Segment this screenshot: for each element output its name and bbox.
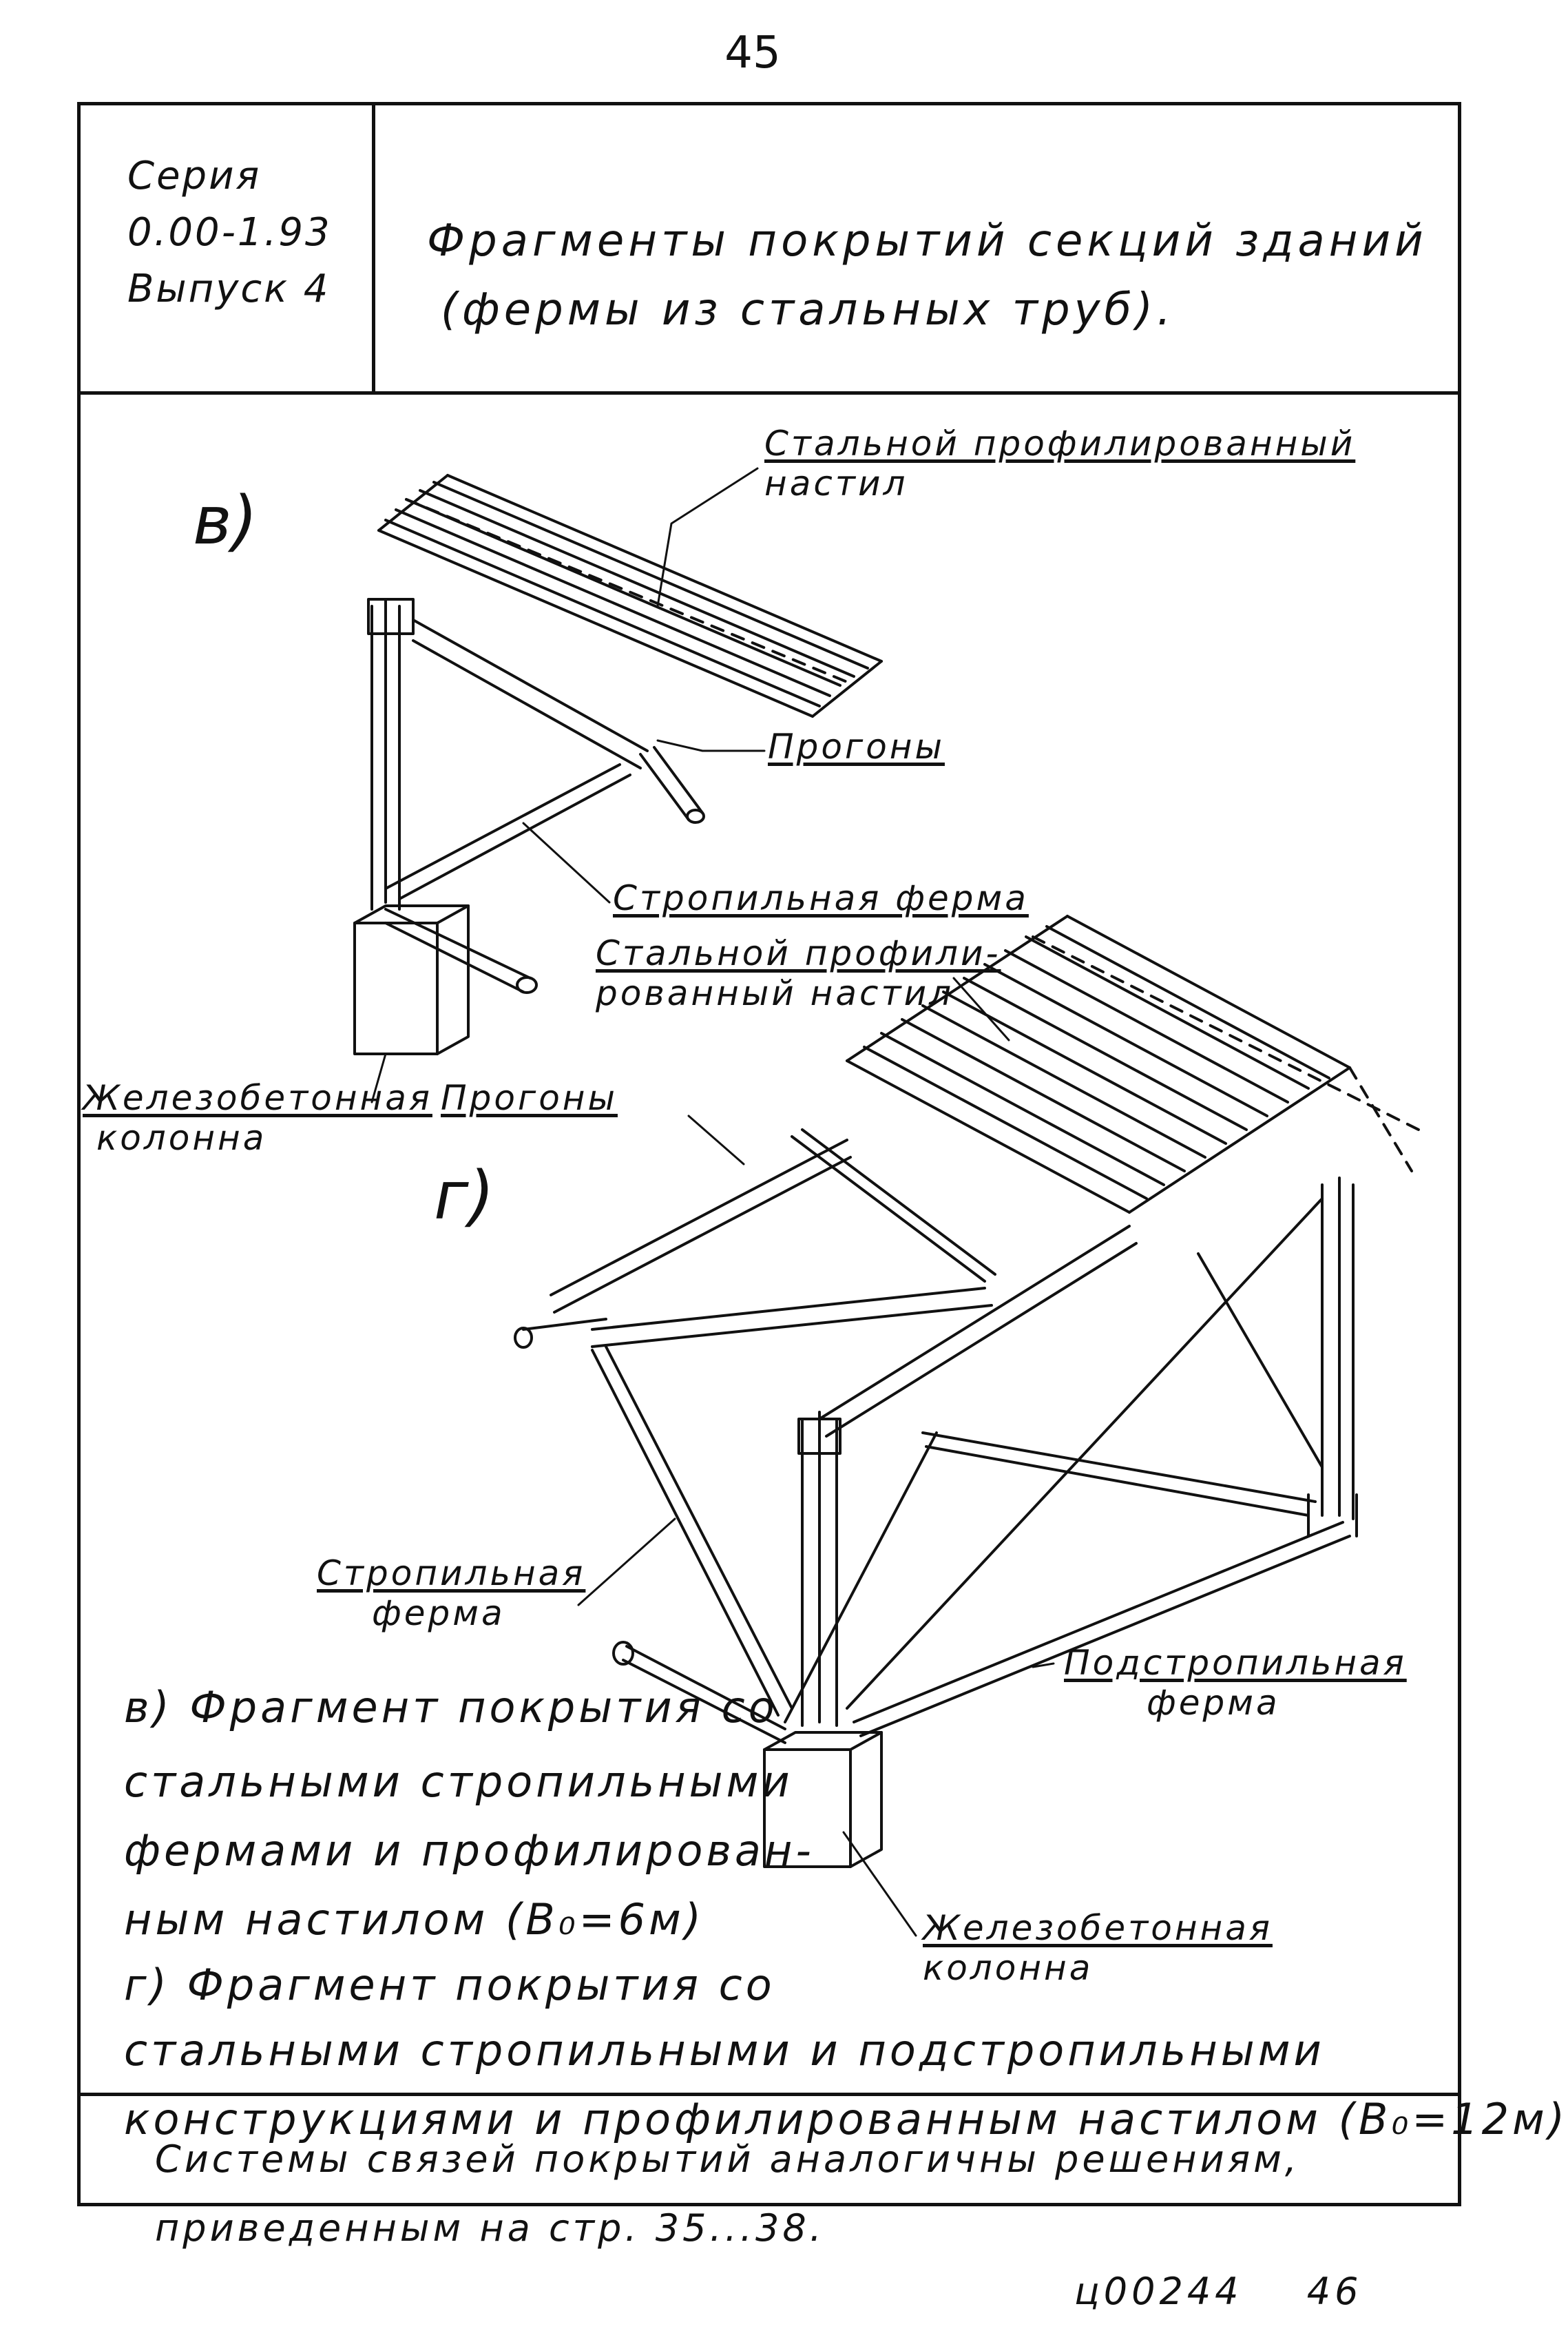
description-line-1: в) Фрагмент покрытия со [124,1682,778,1732]
figure-g-purlins-label: Прогоны [441,1078,618,1118]
figure-v-purlins-label: Прогоны [768,727,945,767]
figure-g-purlins [514,1128,1138,1438]
figure-g-truss-label: Стропильная ферма [317,1553,586,1633]
issue-label: Выпуск 4 [127,267,331,311]
description-line-3: фермами и профилирован- [124,1825,815,1876]
title-line-1: Фрагменты покрытий секций зданий [427,216,1428,267]
figure-g-steel-post [797,1411,842,1727]
page-number: 45 [724,28,781,79]
sheet-frame [77,102,1461,2206]
sheet-title: Фрагменты покрытий секций зданий (фермы … [427,207,1428,344]
figure-g-subtruss-label: Подстропильная ферма [1064,1643,1407,1723]
figure-v-truss [384,763,631,994]
series-block: Серия 0.00-1.93 Выпуск 4 [127,148,332,318]
figure-v-decking [377,474,883,718]
figure-description: в) Фрагмент покрытия со стальными стропи… [124,1667,1568,2154]
figure-g-drawing [514,915,1420,1937]
figure-g-rafter-truss [591,1345,938,1744]
note-line-2: приведенным на стр. 35...38. [155,2206,825,2250]
series-label: Серия [127,154,262,198]
figure-v-steel-post [367,598,415,911]
description-line-4: ным настилом (В₀=6м) [124,1894,704,1945]
figure-v-decking-label: Стальной профилированный настил [764,424,1356,504]
description-line-5: г) Фрагмент покрытия со [124,1960,775,2010]
description-line-2: стальными стропильными [124,1756,793,1807]
figure-v-letter: в) [193,482,258,559]
header-bottom-line [77,391,1461,395]
stamp-sheet: 46 [1306,2270,1363,2313]
title-line-2: (фермы из стальных труб). [441,284,1175,335]
figure-v-truss-label: Стропильная ферма [613,878,1029,918]
figure-g-subrafter-truss [846,1197,1351,1737]
figure-g-decking [846,915,1420,1214]
figure-g-column-label: Железобетонная колонна [923,1908,1273,1988]
figure-g-rear-posts [1307,1177,1358,1537]
figure-g-letter: г) [434,1157,494,1234]
figure-g-concrete-column [763,1731,883,1868]
figure-v-drawing [353,467,883,1103]
note-line-1: Системы связей покрытий аналогичны решен… [155,2137,1301,2181]
description-line-6: стальными стропильными и подстропильными [124,2025,1325,2075]
bracing-note: Системы связей покрытий аналогичны решен… [155,2125,1300,2263]
stamp-code: ц00244 [1074,2270,1243,2313]
figure-g-decking-label: Стальной профили- рованный настил [596,933,1001,1013]
series-code: 0.00-1.93 [127,210,332,255]
document-stamp: ц00244 46 [1074,2270,1362,2313]
description-line-7: конструкциями и профилированным настилом… [124,2094,1568,2144]
figure-v-purlins [412,619,705,824]
figure-v-column-label: Железобетонная колонна [83,1078,432,1158]
note-top-line [77,2093,1461,2096]
header-divider [372,102,375,391]
figure-v-concrete-column [353,904,470,1055]
structure-drawings [353,467,1420,1937]
